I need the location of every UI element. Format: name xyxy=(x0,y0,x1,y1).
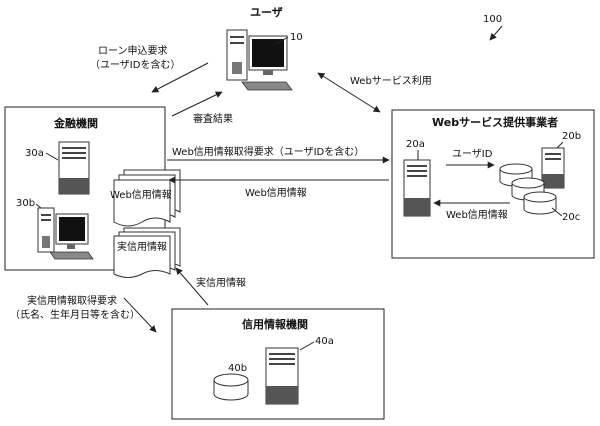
web-server-ref: 20a xyxy=(406,139,425,150)
user-title: ユーザ xyxy=(250,6,283,19)
svg-text:100: 100 xyxy=(483,14,502,25)
financial-server-ref: 30a xyxy=(25,148,44,159)
real-credit-request-arrow xyxy=(123,297,157,333)
web-service-use-label: Webサービス利用 xyxy=(350,75,432,87)
loan-request-label-1: ローン申込要求 xyxy=(98,44,168,57)
credit-agency-title: 信用情報機関 xyxy=(242,317,308,331)
real-credit-doc-label: 実信用情報 xyxy=(117,240,167,253)
web-server-icon xyxy=(403,159,431,217)
user-computer-icon xyxy=(226,29,293,91)
loan-request-label-2: （ユーザIDを含む） xyxy=(90,58,180,71)
real-credit-document-stack xyxy=(113,227,181,278)
financial-server-icon xyxy=(58,141,90,195)
credit-agency-box xyxy=(171,308,385,420)
web-service-use-arrow xyxy=(317,72,381,113)
web-provider-title: Webサービス提供事業者 xyxy=(432,115,558,129)
agency-server-ref: 40a xyxy=(315,336,334,347)
financial-title: 金融機関 xyxy=(53,116,98,130)
internal-credit-label: Web信用情報 xyxy=(446,208,508,221)
user-group: ユーザ 10 xyxy=(226,6,303,91)
agency-server-icon xyxy=(265,347,299,405)
db-server-icon xyxy=(541,147,565,189)
web-credit-info-label: Web信用情報 xyxy=(245,186,307,199)
review-result-label: 審査結果 xyxy=(193,112,233,125)
financial-pc-ref: 30b xyxy=(16,198,35,209)
db-server-ref: 20b xyxy=(562,131,581,142)
real-credit-request-label-2: （氏名、生年月日等を含む） xyxy=(10,308,140,321)
db-ref: 20c xyxy=(562,212,580,223)
web-credit-doc-label: Web信用情報 xyxy=(110,188,172,201)
agency-db-ref: 40b xyxy=(228,363,247,374)
web-credit-document-stack xyxy=(113,169,181,227)
real-credit-info-label: 実信用情報 xyxy=(196,276,246,289)
real-credit-info-arrow xyxy=(175,267,209,306)
user-ref: 10 xyxy=(290,32,303,43)
database-cylinders-icon xyxy=(499,163,557,215)
web-provider-box xyxy=(391,109,595,259)
user-id-label: ユーザID xyxy=(452,148,493,160)
web-credit-request-label: Web信用情報取得要求（ユーザIDを含む） xyxy=(172,145,364,158)
figure-number: 100 xyxy=(483,14,503,41)
agency-database-icon xyxy=(213,373,249,401)
review-result-arrow xyxy=(171,91,223,117)
financial-computer-icon xyxy=(37,207,94,260)
real-credit-request-label-1: 実信用情報取得要求 xyxy=(27,294,117,307)
loan-request-arrow xyxy=(151,62,209,93)
